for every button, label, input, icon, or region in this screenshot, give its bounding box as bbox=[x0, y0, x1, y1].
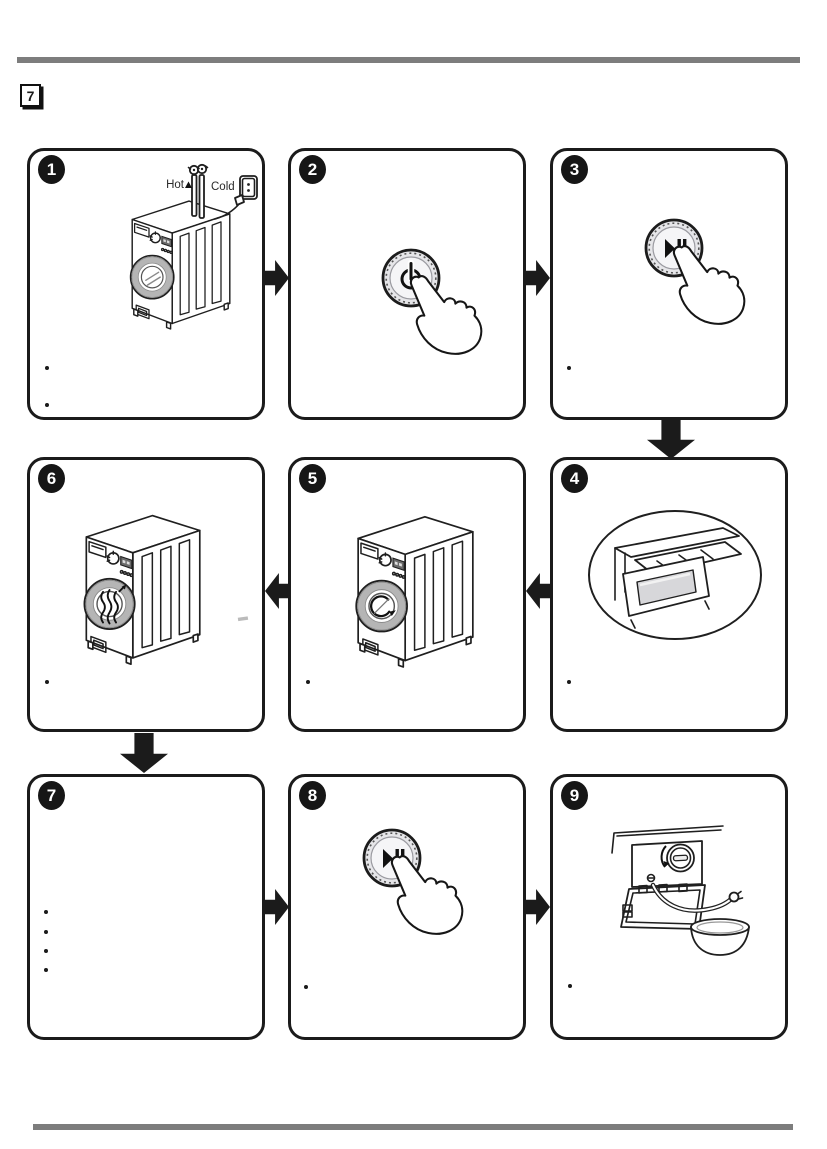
bullet-marker bbox=[44, 949, 48, 953]
drain-filter-illustration bbox=[611, 825, 750, 956]
hot-label: Hot bbox=[166, 179, 185, 191]
bowl bbox=[690, 918, 750, 956]
step-number-badge: 7 bbox=[38, 781, 65, 810]
hot-cold-faucets bbox=[187, 163, 209, 219]
washer-steam-illustration bbox=[70, 508, 249, 673]
panel-step-2: 2 bbox=[288, 148, 526, 420]
bullet-marker bbox=[45, 680, 49, 684]
flow-arrow-3-to-4 bbox=[647, 419, 695, 459]
pointing-hand-icon bbox=[390, 855, 464, 935]
panel-step-5: 5 bbox=[288, 457, 526, 732]
flow-arrow-1-to-2 bbox=[265, 260, 289, 296]
step-number-badge: 9 bbox=[561, 781, 588, 810]
panel-step-3: 3 bbox=[550, 148, 788, 420]
access-flap bbox=[620, 883, 706, 930]
flow-arrow-4-to-5 bbox=[526, 573, 550, 609]
detergent-drawer-illustration bbox=[588, 510, 762, 640]
step-number-badge: 8 bbox=[299, 781, 326, 810]
step-number-badge: 5 bbox=[299, 464, 326, 493]
pointing-hand-icon bbox=[409, 275, 483, 355]
panel-step-8: 8 bbox=[288, 774, 526, 1040]
cold-label: Cold bbox=[211, 181, 235, 193]
step-number-badge: 2 bbox=[299, 155, 326, 184]
flow-arrow-7-to-8 bbox=[265, 889, 289, 925]
bullet-marker bbox=[567, 366, 571, 370]
panel-step-4: 4 bbox=[550, 457, 788, 732]
bullet-marker bbox=[45, 366, 49, 370]
top-rule bbox=[17, 57, 800, 63]
pump-filter-cap bbox=[660, 843, 695, 873]
power-outlet-and-cord bbox=[214, 175, 258, 220]
bullet-marker bbox=[567, 680, 571, 684]
steam-waves bbox=[100, 589, 119, 625]
bullet-marker bbox=[304, 985, 308, 989]
panel-step-1: 1 Hot Cold bbox=[27, 148, 265, 420]
bullet-marker bbox=[44, 930, 48, 934]
step-number-badge: 4 bbox=[561, 464, 588, 493]
step-number-badge: 6 bbox=[38, 464, 65, 493]
panel-step-6: 6 bbox=[27, 457, 265, 732]
bullet-marker bbox=[44, 910, 48, 914]
step-key-number: 7 bbox=[26, 87, 35, 104]
bullet-marker bbox=[306, 680, 310, 684]
panel-step-7: 7 bbox=[27, 774, 265, 1040]
washer-running-illustration bbox=[341, 506, 521, 671]
up-arrow-mark bbox=[185, 181, 192, 188]
washer-hookup-illustration: Hot Cold bbox=[68, 163, 258, 359]
panel-step-9: 9 bbox=[550, 774, 788, 1040]
flow-arrow-5-to-6 bbox=[265, 573, 289, 609]
step-key-icon: 7 bbox=[20, 84, 41, 107]
step-number-badge: 1 bbox=[38, 155, 65, 184]
flow-arrow-6-to-7 bbox=[120, 733, 168, 773]
pointing-hand-icon bbox=[672, 245, 746, 325]
step-number-badge: 3 bbox=[561, 155, 588, 184]
bullet-marker bbox=[45, 403, 49, 407]
flow-arrow-8-to-9 bbox=[526, 889, 550, 925]
rotation-arrow bbox=[370, 595, 396, 618]
bullet-marker bbox=[44, 968, 48, 972]
drain-hose bbox=[650, 882, 744, 913]
bullet-marker bbox=[568, 984, 572, 988]
flow-arrow-2-to-3 bbox=[526, 260, 550, 296]
bottom-rule bbox=[33, 1124, 793, 1130]
